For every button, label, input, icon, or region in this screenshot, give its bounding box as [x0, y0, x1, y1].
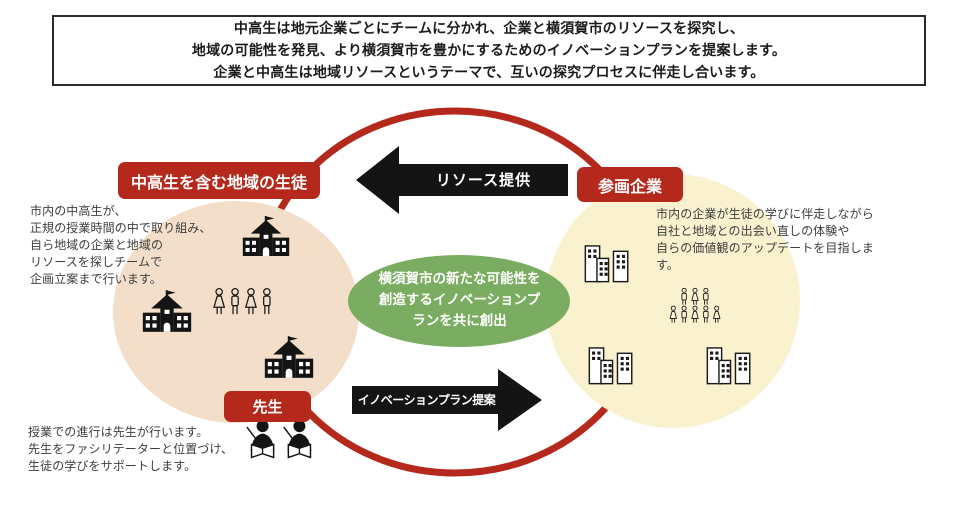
center-goal-line-3: ランを共に創出 — [412, 313, 507, 329]
office-buildings-icon — [706, 343, 756, 385]
intro-line-2: 地域の可能性を発見、より横須賀市を豊かにするためのイノベーションプランを提案しま… — [191, 42, 787, 59]
companies-note: 市内の企業が生徒の学びに伴走しながら 自社と地域との出会い直しの体験や 自らの価… — [656, 206, 896, 274]
students-note-line: 市内の中高生が、 — [30, 204, 127, 218]
resource-arrow-left-icon — [356, 146, 568, 214]
students-note: 市内の中高生が、 正規の授業時間の中で取り組み、 自ら地域の企業と地域の リソー… — [30, 203, 248, 288]
center-goal-line-2: 創造するイノベーションプ — [378, 292, 541, 308]
resource-arrow-caption: リソース提供 — [435, 171, 532, 189]
students-note-line: リソースを探しチームで — [30, 255, 163, 269]
school-building-icon — [242, 216, 290, 256]
center-goal-text: 横須賀市の新たな可能性を 創造するイノベーションプ ランを共に創出 — [349, 269, 570, 332]
students-note-line: 企画立案まで行います。 — [30, 272, 162, 286]
students-note-line: 自ら地域の企業と地域の — [30, 238, 164, 252]
companies-label: 参画企業 — [577, 167, 683, 202]
school-building-icon — [264, 336, 314, 378]
teacher-note-line: 生徒の学びをサポートします。 — [28, 459, 197, 473]
office-buildings-icon — [584, 241, 634, 283]
students-group-icon — [212, 287, 274, 318]
intro-line-3: 企業と中高生は地域リソースというテーマで、互いの探究プロセスに伴走し合います。 — [213, 64, 765, 81]
teacher-note-line: 授業での進行は先生が行います。 — [28, 425, 209, 439]
proposal-arrow-right-icon — [352, 369, 542, 431]
center-goal-line-1: 横須賀市の新たな可能性を — [378, 271, 541, 287]
companies-note-line: 自らの価値観のアップデートを目指します。 — [656, 241, 874, 272]
teacher-note-line: 先生をファシリテーターと位置づけ、 — [28, 442, 234, 456]
teacher-note: 授業での進行は先生が行います。 先生をファシリテーターと位置づけ、 生徒の学びを… — [28, 424, 260, 475]
companies-note-line: 市内の企業が生徒の学びに伴走しながら — [656, 207, 874, 221]
intro-box: 中高生は地元企業ごとにチームに分かれ、企業と横須賀市のリソースを探究し、 地域の… — [52, 15, 926, 86]
center-goal-ellipse — [348, 255, 570, 347]
proposal-arrow-caption: イノベーションプラン提案 — [357, 393, 496, 407]
students-note-line: 正規の授業時間の中で取り組み、 — [30, 221, 212, 235]
employees-group-icon — [665, 277, 725, 333]
students-label: 中高生を含む地域の生徒 — [118, 162, 320, 199]
teacher-label: 先生 — [224, 391, 311, 422]
office-buildings-icon — [588, 343, 638, 385]
companies-note-line: 自社と地域との出会い直しの体験や — [656, 224, 850, 238]
intro-line-1: 中高生は地元企業ごとにチームに分かれ、企業と横須賀市のリソースを探究し、 — [233, 20, 745, 37]
school-building-icon — [142, 290, 192, 332]
